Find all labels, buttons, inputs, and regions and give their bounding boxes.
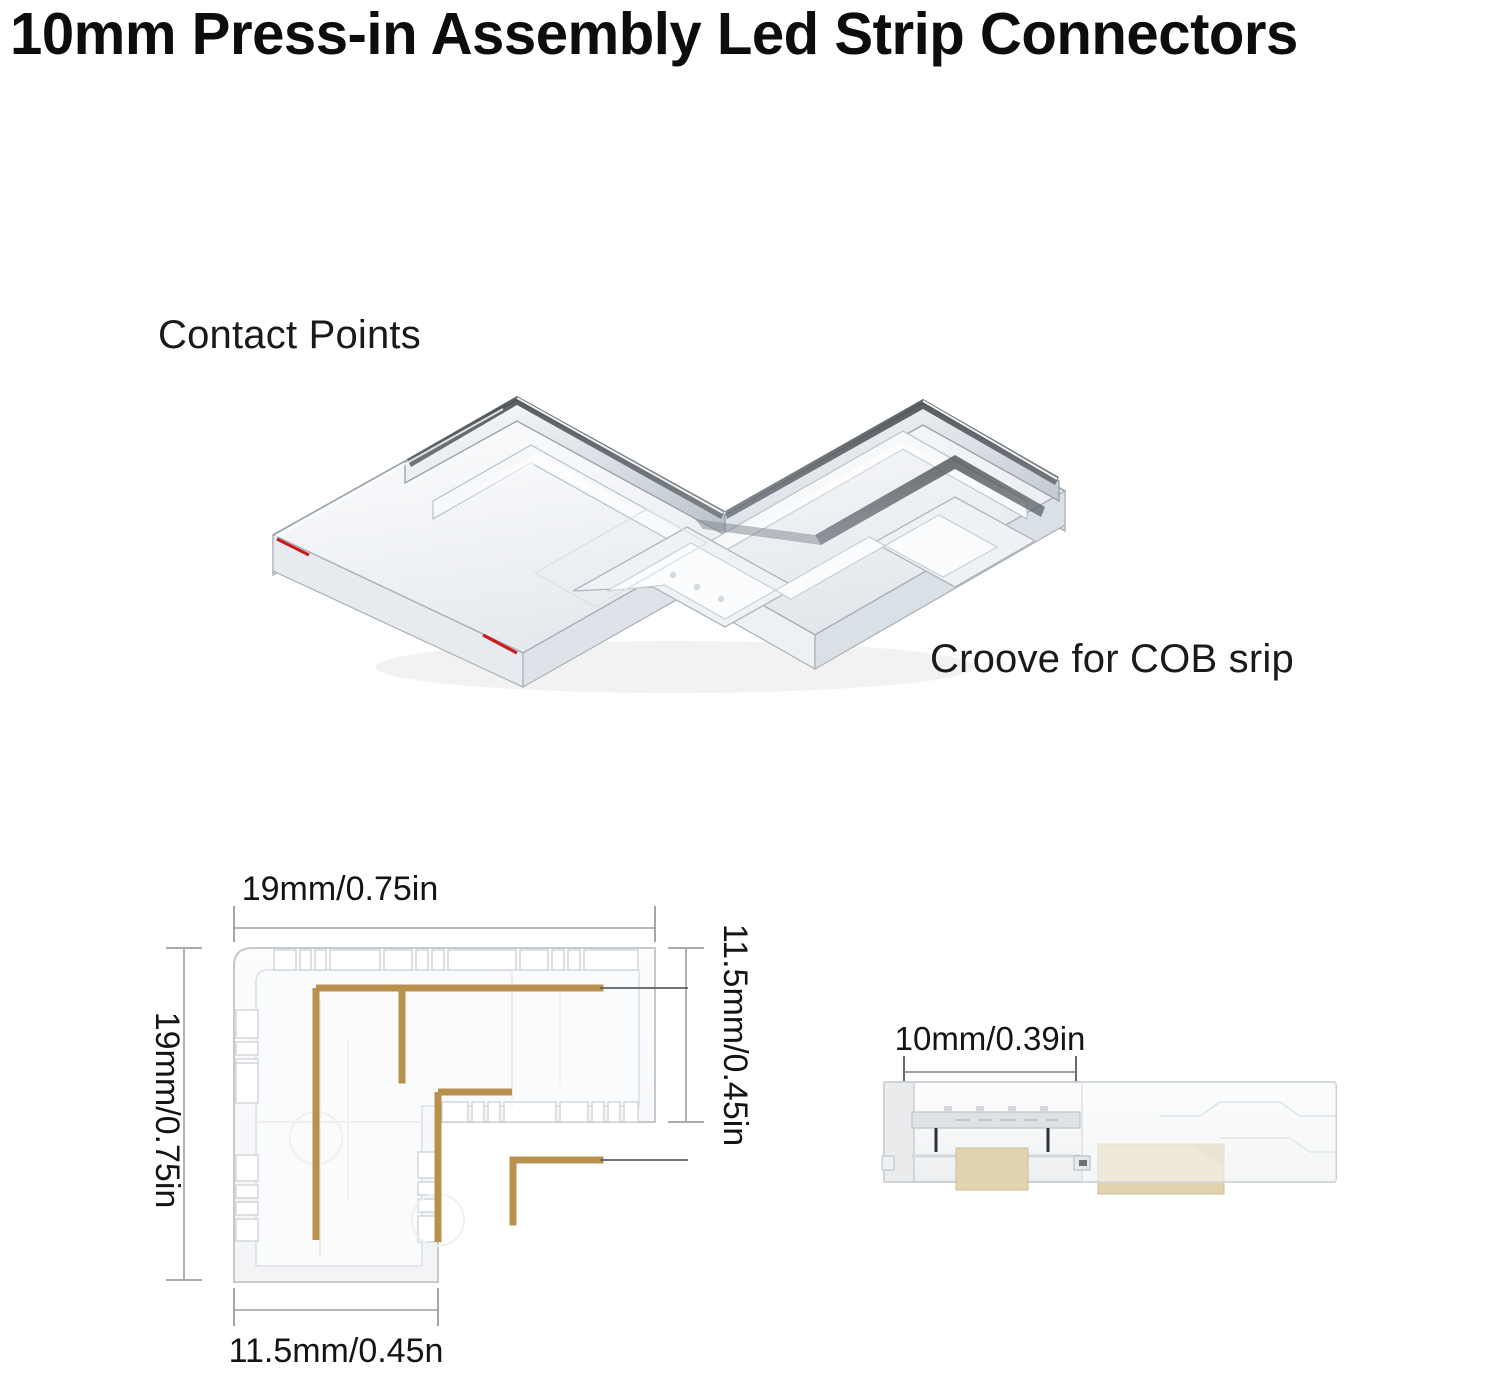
hero-product-image: [255, 235, 1085, 715]
accent-mark: [482, 633, 518, 655]
contact-trace-inner: [509, 1156, 604, 1226]
dim-right-label: 11.5mm/0.45in: [716, 924, 754, 1146]
callout-groove-for-cob-strip: Croove for COB srip: [930, 637, 1294, 681]
dim-left-label: 19mm/0.75in: [148, 1012, 186, 1209]
accent-mark: [276, 537, 310, 557]
technical-drawing-side-view: 10mm/0.39in: [860, 1020, 1360, 1240]
technical-drawing-top-view: 19mm/0.75in 19mm/0.75in 11.5mm/0.45in 11…: [120, 870, 760, 1370]
callout-contact-points: Contact Points: [158, 313, 421, 357]
page-title: 10mm Press-in Assembly Led Strip Connect…: [10, 1, 1298, 67]
dim-top-label: 19mm/0.75in: [242, 870, 439, 908]
contact-block-left: [955, 1147, 1029, 1191]
dim-bottom-label: 11.5mm/0.45n: [229, 1332, 444, 1370]
dim-width-label: 10mm/0.39in: [895, 1020, 1086, 1057]
